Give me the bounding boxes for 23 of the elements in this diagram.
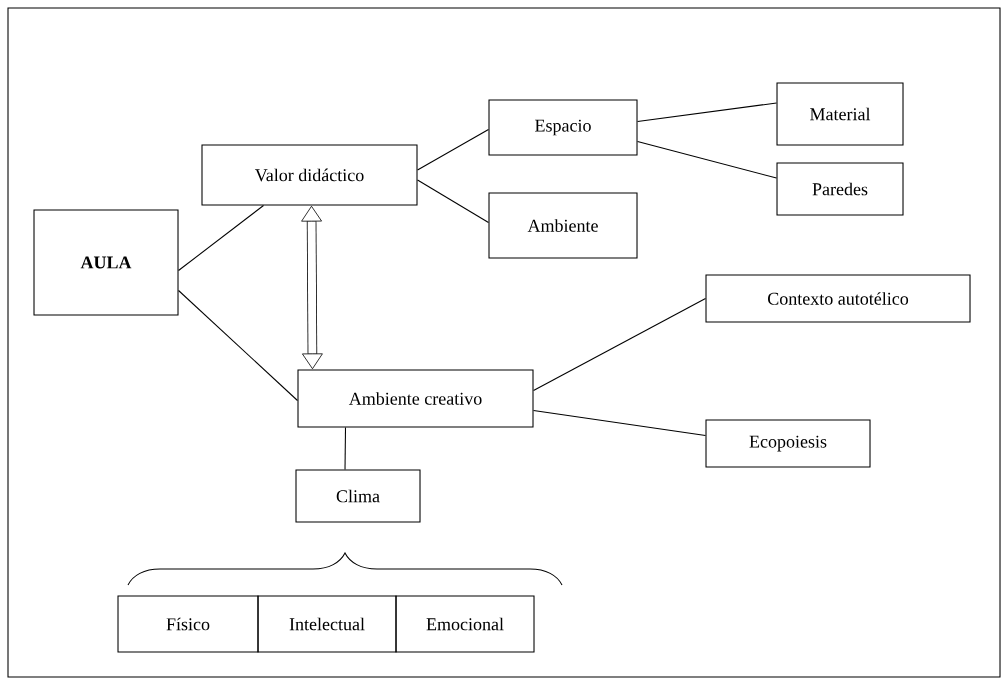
concept-box: Contexto autotélico — [705, 274, 971, 323]
category-box: Clima — [295, 469, 421, 523]
connector-line — [637, 140, 777, 179]
concept-box: Ecopoiesis — [705, 419, 871, 468]
concept-box: Paredes — [776, 162, 904, 216]
concept-box: Ambiente — [488, 192, 638, 259]
root-box: AULA — [33, 209, 179, 316]
connector-line — [533, 297, 706, 392]
concept-box: Intelectual — [257, 595, 397, 653]
connector-line — [178, 289, 298, 402]
double-arrow — [301, 205, 323, 370]
concept-box: Físico — [117, 595, 259, 653]
concept-box: Emocional — [395, 595, 535, 653]
connector-line — [637, 102, 777, 123]
connector-line — [417, 179, 489, 224]
connector-line — [178, 205, 265, 272]
connector-line — [533, 409, 706, 437]
concept-box: Ambiente creativo — [297, 369, 534, 428]
concept-box: Espacio — [488, 99, 638, 156]
connector-line — [417, 128, 489, 171]
concept-box: Valor didáctico — [201, 144, 418, 206]
connector-line — [344, 427, 347, 470]
concept-box: Material — [776, 82, 904, 146]
